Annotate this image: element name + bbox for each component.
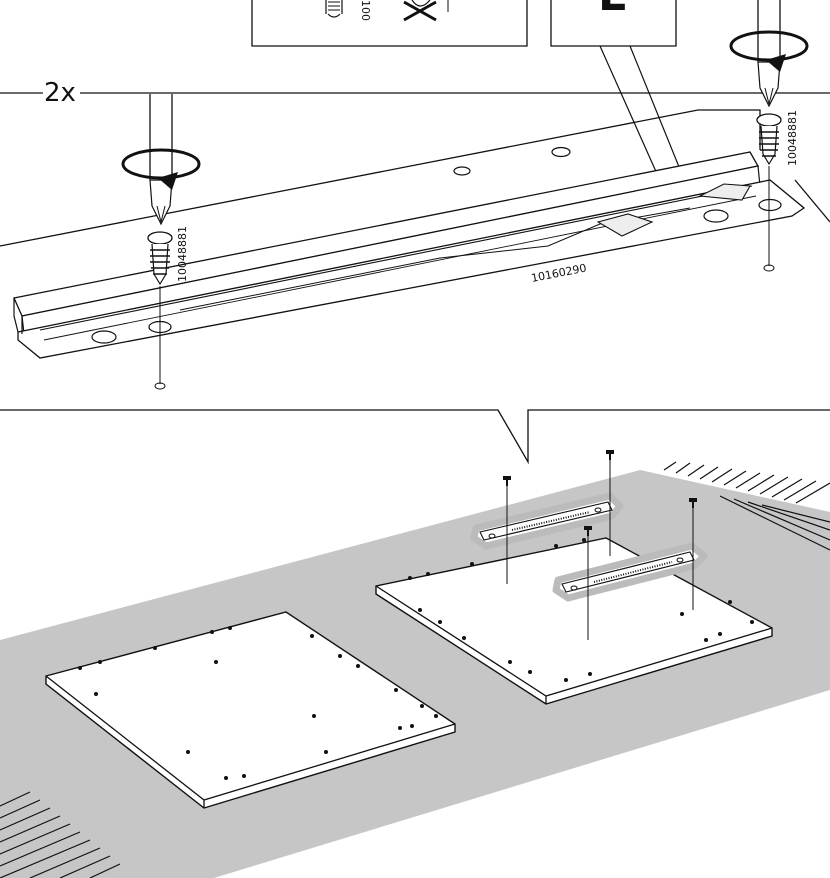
small-rail-b [552,542,708,602]
small-screw-icon [325,0,343,18]
detail-box-right: L [550,0,691,195]
quantity-row: 2x [0,78,830,108]
rail-hole [703,209,729,223]
callout-pointer [0,409,830,465]
screw-code-label-right: 10048881 [786,110,799,166]
drawer-rail: 10160290 [13,151,806,359]
quantity-label: 2x [44,78,76,108]
rail-hole [91,330,117,344]
detail-letter: L [598,0,626,21]
rotation-arrow-icon [729,30,809,72]
panel-right [375,537,773,705]
screw-code-label-left: 10048881 [176,226,189,282]
detail-box-left: 100 [251,0,528,47]
screwdriver-right [757,0,781,108]
screwdriver-left [149,94,173,226]
screw-left [147,231,173,390]
small-rail-a [470,492,624,550]
panel-edge [0,109,830,247]
panel-hole [551,146,571,158]
small-screws [503,450,697,640]
rail-hole [758,198,782,212]
panel-left [45,611,456,809]
crossed-out-screw-icon [403,0,449,22]
screw-code-fragment: 100 [359,0,372,21]
panel-hole [453,166,471,176]
rotation-arrow-icon [121,148,201,190]
rail-code-label: 10160290 [530,261,587,284]
screw-right [756,113,782,272]
